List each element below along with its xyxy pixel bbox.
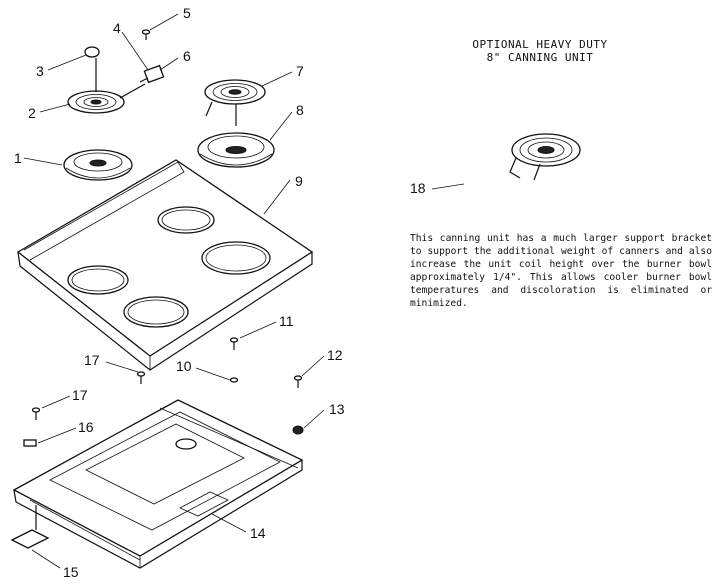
callout-11: 11 [279,313,294,329]
part-18-canning-unit [509,133,581,181]
part-1-small-drip-bowl [63,149,133,181]
callout-15: 15 [63,564,79,580]
part-5-screw [141,29,151,40]
part-3-knob [84,46,100,58]
canning-unit-title: OPTIONAL HEAVY DUTY 8" CANNING UNIT [440,38,640,64]
callout-5: 5 [183,5,191,21]
part-13-grommet [292,425,304,435]
part-17-screw-upper [136,371,146,384]
callout-2: 2 [28,105,36,121]
callout-1: 1 [14,150,22,166]
callout-4: 4 [113,20,121,36]
part-6-terminal-block [139,64,165,84]
callout-17-upper: 17 [84,352,100,368]
part-15-bracket [10,505,50,549]
callout-8: 8 [296,102,304,118]
part-11-screw [229,337,239,350]
part-10-clip [229,377,239,383]
callout-7: 7 [296,63,304,79]
part-9-cooktop [16,159,314,371]
canning-unit-title-line2: 8" CANNING UNIT [486,51,594,64]
part-7-large-coil-element [204,79,266,126]
callout-13: 13 [329,401,345,417]
part-16-clip [23,439,37,447]
callout-16: 16 [78,419,94,435]
callout-6: 6 [183,48,191,64]
part-17-screw-lower [31,407,41,420]
callout-3: 3 [36,63,44,79]
part-2-small-coil-element [67,58,146,114]
part-14-burner-box [12,399,304,569]
canning-unit-description: This canning unit has a much larger supp… [410,233,712,309]
callout-17-lower: 17 [72,387,88,403]
callout-14: 14 [250,525,266,541]
part-8-large-drip-bowl [197,132,275,168]
callout-10: 10 [176,358,192,374]
callout-18: 18 [410,180,426,196]
leader-lines [23,13,465,569]
callout-12: 12 [327,347,343,363]
callout-9: 9 [295,173,303,189]
part-12-screw [293,375,303,388]
canning-unit-title-line1: OPTIONAL HEAVY DUTY [472,38,608,51]
